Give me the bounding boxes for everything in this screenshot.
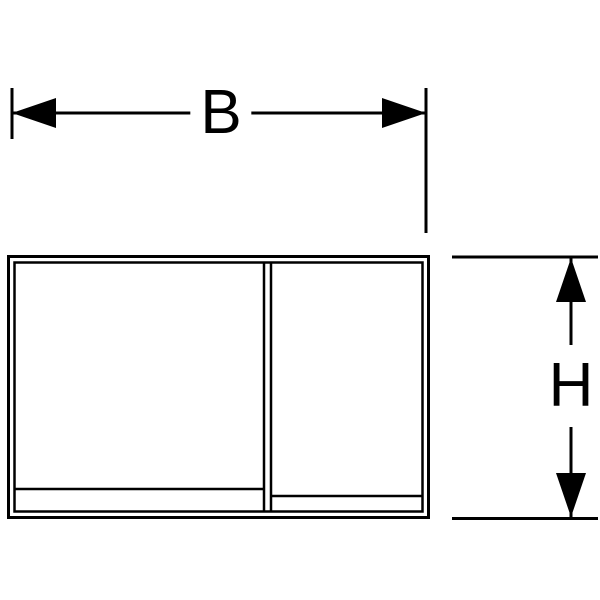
- height-arrowhead-down: [556, 473, 586, 517]
- width-dimension-label: B: [190, 78, 252, 148]
- plate-outer-frame: [7, 255, 430, 519]
- height-arrowhead-up: [556, 258, 586, 302]
- height-dimension-label: H: [544, 345, 598, 427]
- width-arrowhead-right: [382, 98, 426, 128]
- width-arrowhead-left: [12, 98, 56, 128]
- plate-inner-frame: [13, 261, 424, 513]
